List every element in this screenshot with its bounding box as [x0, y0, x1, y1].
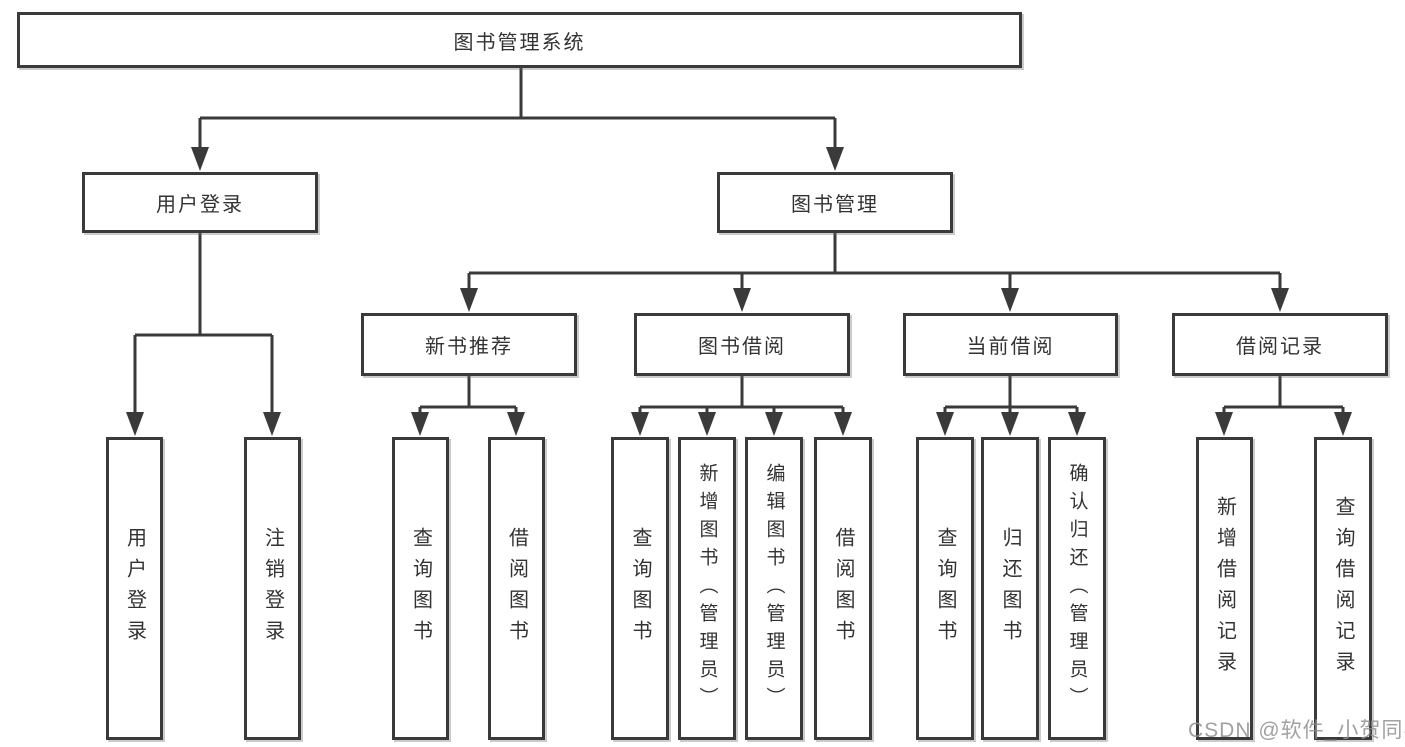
arrowhead — [1215, 412, 1233, 436]
connector-book-borrow-group — [638, 376, 845, 414]
arrowhead — [1271, 288, 1289, 312]
arrowhead — [1001, 288, 1019, 312]
connector-root-to-level2 — [198, 68, 837, 150]
leaf-confirm-return-admin: 确认归还（管理员） — [1048, 437, 1106, 740]
leaf-query-books: 查询图书 — [611, 437, 669, 740]
leaf-return-books: 归还图书 — [981, 437, 1039, 740]
connector-book-management-group — [467, 233, 1282, 291]
leaf-logout: 注销登录 — [244, 437, 301, 740]
leaf-label: 借阅图书 — [505, 526, 528, 651]
leaf-label: 归还图书 — [999, 526, 1021, 651]
connector-user-login-group — [133, 233, 274, 414]
leaf-query-borrow-record: 查询借阅记录 — [1314, 437, 1372, 740]
node-user-login: 用户登录 — [82, 172, 318, 233]
arrowhead — [460, 288, 478, 312]
leaf-borrow-books: 借阅图书 — [814, 437, 872, 740]
arrowhead — [263, 412, 281, 436]
arrowhead — [826, 147, 844, 171]
arrowhead — [411, 412, 429, 436]
node-library-management-system: 图书管理系统 — [17, 12, 1022, 68]
arrowhead — [936, 412, 954, 436]
node-book-borrowing: 图书借阅 — [634, 313, 850, 376]
arrowhead — [631, 412, 649, 436]
arrowhead — [191, 147, 209, 171]
leaf-query-books: 查询图书 — [916, 437, 974, 740]
leaf-add-borrow-record: 新增借阅记录 — [1196, 437, 1253, 740]
leaf-label: 查询图书 — [934, 526, 956, 651]
arrowhead — [1001, 412, 1019, 436]
arrowhead — [126, 412, 144, 436]
leaf-add-books-admin: 新增图书（管理员） — [678, 437, 736, 740]
leaf-label: 查询图书 — [409, 526, 432, 651]
connector-borrow-record-group — [1222, 376, 1345, 414]
connector-new-book-group — [418, 376, 518, 414]
leaf-borrow-books: 借阅图书 — [488, 437, 545, 740]
arrowhead — [834, 412, 852, 436]
leaf-label: 编辑图书（管理员） — [763, 462, 785, 715]
node-borrowing-records: 借阅记录 — [1172, 313, 1388, 376]
connector-current-borrow-group — [943, 376, 1079, 414]
csdn-watermark: CSDN @软件_小贺同学 — [1188, 719, 1405, 742]
node-new-book-recommendation: 新书推荐 — [361, 313, 577, 376]
leaf-label: 确认归还（管理员） — [1066, 462, 1088, 715]
arrowhead — [1334, 412, 1352, 436]
leaf-label: 注销登录 — [261, 526, 284, 651]
leaf-label: 新增借阅记录 — [1213, 495, 1236, 682]
node-current-borrowing: 当前借阅 — [903, 313, 1118, 376]
leaf-label: 用户登录 — [123, 526, 146, 651]
arrowhead — [1068, 412, 1086, 436]
node-book-management: 图书管理 — [717, 172, 953, 233]
leaf-label: 借阅图书 — [832, 526, 854, 651]
leaf-label: 查询借阅记录 — [1332, 495, 1354, 682]
arrowhead — [765, 412, 783, 436]
leaf-edit-books-admin: 编辑图书（管理员） — [745, 437, 803, 740]
leaf-label: 查询图书 — [629, 526, 651, 651]
arrowhead — [507, 412, 525, 436]
arrowhead — [698, 412, 716, 436]
leaf-user-login: 用户登录 — [106, 437, 163, 740]
leaf-label: 新增图书（管理员） — [696, 462, 718, 715]
leaf-query-books: 查询图书 — [392, 437, 449, 740]
arrowhead — [733, 288, 751, 312]
